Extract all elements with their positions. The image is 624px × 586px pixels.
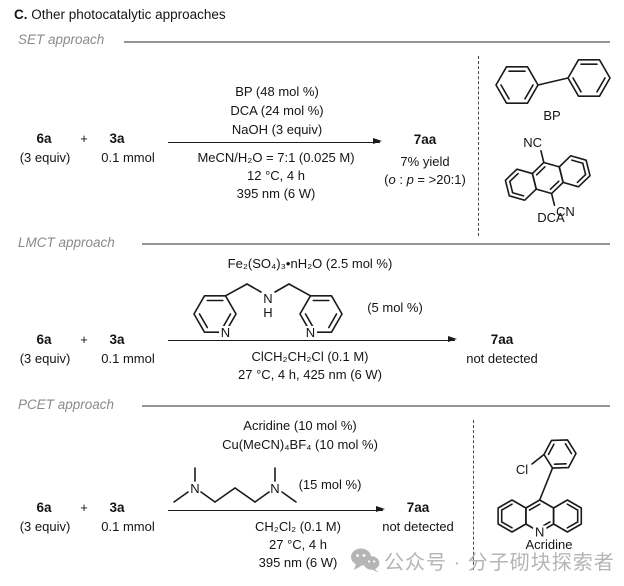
biphenyl-caption: BP bbox=[543, 108, 561, 123]
panel-title: C. Other photocatalytic approaches bbox=[14, 7, 226, 22]
pcet-condition-below: 27 °C, 4 h bbox=[269, 537, 327, 552]
plus-sign: + bbox=[80, 500, 88, 515]
reactant-6a-note: (3 equiv) bbox=[19, 150, 71, 165]
reactant-6a: 6a bbox=[36, 131, 52, 146]
lmct-ligand-loading: (5 mol %) bbox=[367, 300, 423, 315]
reactant-3a-note: 0.1 mmol bbox=[101, 351, 155, 366]
product-7aa: 7aa bbox=[490, 332, 514, 347]
set-condition-above: DCA (24 mol %) bbox=[230, 103, 324, 118]
pcet-condition-above: Acridine (10 mol %) bbox=[243, 418, 357, 433]
pyridine-n-label: N bbox=[221, 325, 230, 340]
reactant-3a: 3a bbox=[109, 500, 125, 515]
lmct-condition-below: 27 °C, 4 h, 425 nm (6 W) bbox=[238, 367, 382, 382]
divider-dashed-line bbox=[473, 420, 474, 570]
reactant-6a-note: (3 equiv) bbox=[19, 519, 71, 534]
amine-n-label: N bbox=[263, 291, 272, 306]
reactant-6a: 6a bbox=[36, 332, 52, 347]
set-condition-below: MeCN/H₂O = 7:1 (0.025 M) bbox=[197, 150, 355, 165]
set-condition-below: 395 nm (6 W) bbox=[236, 186, 316, 201]
reactant-6a: 6a bbox=[36, 500, 52, 515]
amine-n-label: N bbox=[190, 481, 199, 496]
reaction-arrow bbox=[168, 506, 385, 513]
pcet-result: not detected bbox=[382, 519, 454, 534]
set-ratio: (o : p = >20:1) bbox=[384, 172, 466, 187]
amine-n-label: N bbox=[270, 481, 279, 496]
wechat-icon bbox=[351, 548, 380, 573]
acridine-caption: Acridine bbox=[525, 537, 573, 552]
amine-h-label: H bbox=[263, 305, 272, 320]
divider-dashed-line bbox=[478, 56, 479, 236]
nitrile-label-cn: CN bbox=[556, 204, 575, 219]
plus-sign: + bbox=[80, 131, 88, 146]
plus-sign: + bbox=[80, 332, 88, 347]
pyridine-n-label: N bbox=[306, 325, 315, 340]
lmct-section-rule bbox=[142, 243, 610, 245]
lmct-result: not detected bbox=[466, 351, 538, 366]
lmct-catalyst: Fe₂(SO₄)₃•nH₂O (2.5 mol %) bbox=[227, 256, 393, 271]
nitrile-label-nc: NC bbox=[523, 135, 542, 150]
chlorine-label: Cl bbox=[516, 462, 528, 477]
acridine-structure: N Cl bbox=[497, 439, 583, 540]
reactant-3a-note: 0.1 mmol bbox=[101, 150, 155, 165]
lmct-condition-below: ClCH₂CH₂Cl (0.1 M) bbox=[251, 349, 369, 364]
pcet-section-rule bbox=[142, 405, 610, 407]
pcet-section-label: PCET approach bbox=[18, 397, 115, 412]
set-yield: 7% yield bbox=[400, 154, 450, 169]
set-condition-below: 12 °C, 4 h bbox=[247, 168, 305, 183]
biphenyl-structure bbox=[495, 59, 611, 105]
panel-title-text: Other photocatalytic approaches bbox=[27, 7, 226, 22]
watermark-text: 公众号 · 分子砌块探索者 bbox=[384, 552, 615, 574]
reactant-3a-note: 0.1 mmol bbox=[101, 519, 155, 534]
set-section-label: SET approach bbox=[18, 32, 105, 47]
pcet-condition-below: CH₂Cl₂ (0.1 M) bbox=[255, 519, 341, 534]
set-section-rule bbox=[124, 41, 610, 43]
panel-title-letter: C. bbox=[14, 7, 28, 22]
diamine-structure: N N bbox=[173, 467, 297, 503]
pcet-ligand-loading: (15 mol %) bbox=[298, 477, 362, 492]
reaction-arrow bbox=[168, 138, 382, 145]
dca-caption: DCA bbox=[537, 210, 565, 225]
reactant-3a: 3a bbox=[109, 332, 125, 347]
set-condition-above: NaOH (3 equiv) bbox=[231, 122, 323, 137]
dipicolylamine-structure: N N N H bbox=[193, 283, 343, 340]
product-7aa: 7aa bbox=[413, 132, 437, 147]
pcet-condition-below: 395 nm (6 W) bbox=[258, 555, 338, 570]
reactant-6a-note: (3 equiv) bbox=[19, 351, 71, 366]
acridine-n-label: N bbox=[535, 525, 544, 540]
product-7aa: 7aa bbox=[406, 500, 430, 515]
lmct-section-label: LMCT approach bbox=[18, 235, 115, 250]
pcet-condition-above: Cu(MeCN)₄BF₄ (10 mol %) bbox=[222, 437, 378, 452]
dca-structure: NC CN bbox=[504, 135, 591, 219]
reaction-arrow bbox=[168, 336, 457, 343]
set-condition-above: BP (48 mol %) bbox=[235, 84, 319, 99]
reactant-3a: 3a bbox=[109, 131, 125, 146]
